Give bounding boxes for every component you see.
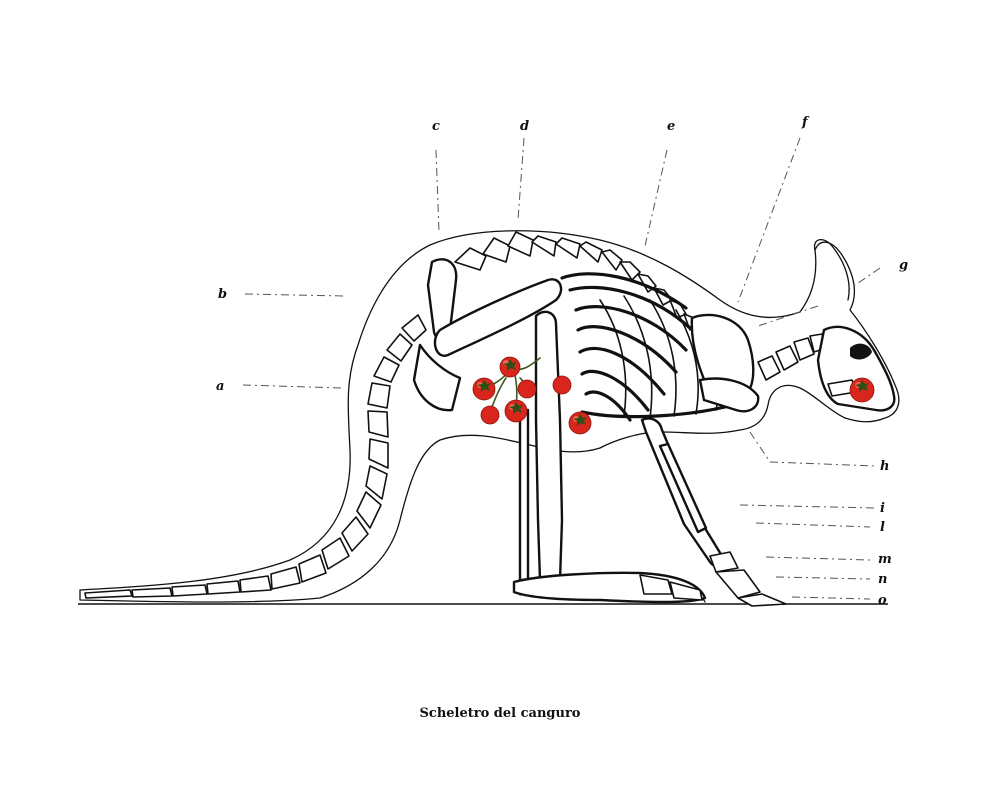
figure-caption: Scheletro del canguro [419, 706, 581, 721]
leader-l [755, 522, 871, 528]
pelvis [412, 258, 563, 412]
leader-f [737, 137, 801, 303]
leader-lines [242, 137, 881, 600]
label-h: h [880, 459, 889, 474]
hind-leg [512, 310, 707, 604]
spine-vertebrae [454, 231, 699, 331]
leader-c [435, 149, 440, 233]
label-f: f [801, 115, 810, 130]
label-i: i [880, 501, 885, 516]
label-o: o [878, 593, 887, 608]
tomato-vine [472, 356, 875, 435]
leader-n [775, 576, 871, 580]
eye-socket [850, 343, 872, 360]
label-g: g [899, 258, 908, 273]
label-d: d [520, 119, 529, 134]
label-n: n [878, 572, 887, 587]
skull [816, 325, 896, 412]
shoulder-girdle [690, 313, 760, 413]
leader-i [739, 504, 877, 509]
leader-g [757, 267, 881, 327]
part-labels: a b c d e f g h i l m n o [216, 115, 908, 608]
body-outline [79, 230, 900, 603]
label-b: b [218, 287, 227, 302]
leader-m [765, 556, 871, 561]
label-m: m [878, 552, 892, 567]
neck-vertebrae [757, 333, 827, 381]
label-a: a [216, 379, 224, 394]
label-e: e [667, 119, 675, 134]
leader-e [644, 149, 668, 247]
leader-h [749, 431, 877, 467]
label-l: l [880, 520, 885, 535]
leader-o [791, 596, 871, 600]
tail-vertebrae [84, 314, 427, 599]
label-c: c [432, 119, 440, 134]
leader-a [242, 384, 344, 389]
ear-outline [813, 239, 850, 301]
leader-b [244, 293, 346, 297]
foreleg [640, 417, 787, 607]
leader-d [517, 137, 525, 221]
